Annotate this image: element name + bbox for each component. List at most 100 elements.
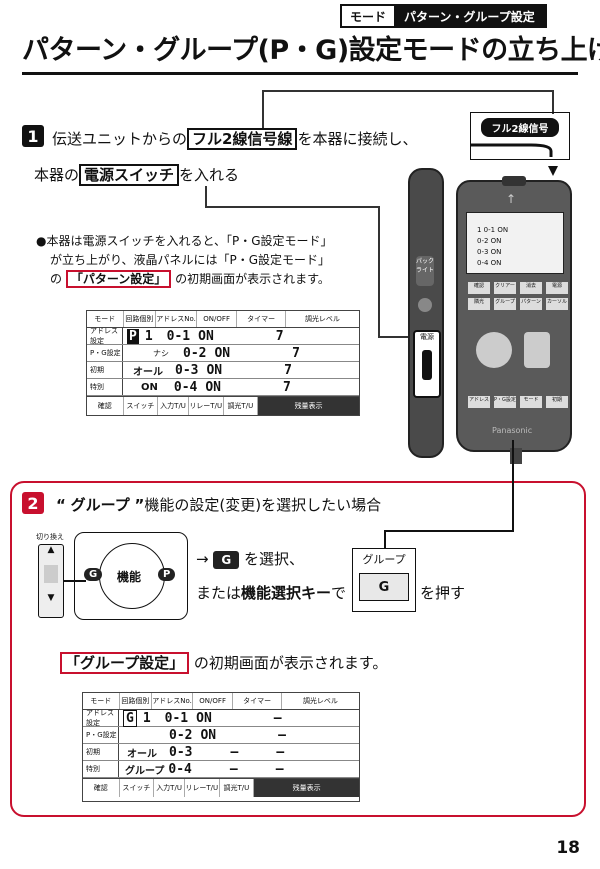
pattern-button[interactable]: パターン <box>520 298 542 310</box>
signal-line-key: フル2線信号線 <box>187 128 298 150</box>
down-arrow-icon <box>548 166 558 176</box>
lcd-side-initial: 初期 <box>87 362 123 378</box>
lcd-side-pg: P・G設定 <box>87 345 123 361</box>
remote-front-view: ↑ 1 0-1 ON 0-2 ON 0-3 ON 0-4 ON 確認 クリアー … <box>456 176 572 452</box>
lcd-mark: G <box>123 709 137 727</box>
cursor-dial[interactable] <box>476 332 512 368</box>
lcd-row-on: ON <box>206 362 223 378</box>
pack-light-button[interactable] <box>418 298 432 312</box>
erase-button[interactable]: 消去 <box>520 282 542 294</box>
lcd-row-level: — <box>278 727 286 743</box>
lcd-row-on: ON <box>205 379 222 395</box>
function-switch[interactable]: ▲ ▼ <box>38 544 64 618</box>
group-key-box: グループ G <box>352 548 416 612</box>
step2-heading-post: 機能の設定(変更)を選択したい場合 <box>144 496 382 514</box>
initial-button[interactable]: 初期 <box>546 396 568 408</box>
lcd-header-mode: モード <box>83 693 120 709</box>
mode-tag-setting: パターン・グループ設定 <box>394 6 545 26</box>
step1-note: ●本器は電源スイッチを入れると、「P・G設定モード」 が立ち上がり、液晶パネルに… <box>36 232 333 289</box>
up-arrow-icon: ↑ <box>506 192 517 206</box>
confirm-button[interactable]: 確認 <box>468 282 490 294</box>
step1-line2-post: を入れる <box>179 166 240 184</box>
lcd-header-timer: タイマー <box>233 693 282 709</box>
lcd-header-mode: モード <box>87 311 124 327</box>
mode-button[interactable]: モード <box>520 396 542 408</box>
lcd-row-timer: — <box>229 761 238 777</box>
group-button[interactable]: グループ <box>494 298 516 310</box>
cursor-button[interactable]: カーソル <box>546 298 568 310</box>
remote-button-grid-bottom: アドレス P・G設定 モード 初期 <box>468 396 568 408</box>
wire <box>552 90 554 114</box>
power-switch-key: 電源スイッチ <box>79 164 180 186</box>
lcd-footer-item: スイッチ <box>124 397 159 415</box>
pg-setting-button[interactable]: P・G設定 <box>494 396 516 408</box>
lcd-row-address: 0-2 <box>183 345 207 361</box>
lcd-footer: 確認 スイッチ 入力T/U リレーT/U 調光T/U 残量表示 <box>87 396 359 415</box>
remote-screen-row: 1 0-1 ON <box>477 226 509 234</box>
lcd-header-address: アドレスNo. <box>152 693 193 709</box>
lcd-pattern-screen: モード 回路個別 アドレスNo. ON/OFF タイマー 調光レベル アドレス設… <box>86 310 360 416</box>
lcd-footer-item: 調光T/U <box>224 397 259 415</box>
select-key[interactable] <box>524 332 550 368</box>
lcd-header-circuit: 回路個別 <box>120 693 153 709</box>
lcd-header-timer: タイマー <box>237 311 286 327</box>
wire <box>384 530 514 532</box>
step1-line2-pre: 本器の <box>34 166 80 184</box>
wire <box>384 530 386 548</box>
power-button[interactable]: 電源 <box>546 282 568 294</box>
switch-slider <box>422 350 432 380</box>
cable-label: フル2線信号 <box>481 118 559 137</box>
title-rule <box>22 72 578 75</box>
note-line3-post: の初期画面が表示されます。 <box>175 272 330 286</box>
lcd-header-onoff: ON/OFF <box>193 693 234 709</box>
lcd-row-level: — <box>276 744 285 760</box>
lcd-row-level: — <box>275 761 284 777</box>
switch-knob <box>44 565 58 583</box>
lcd-mark: P <box>127 328 139 344</box>
lcd-footer-item: 調光T/U <box>220 779 255 797</box>
lcd-side-address: アドレス設定 <box>87 327 123 345</box>
lcd-side-initial: 初期 <box>83 744 119 760</box>
remote-screen-row: 0-2 ON <box>477 237 502 245</box>
lcd-group-screen: モード 回路個別 アドレスNo. ON/OFF タイマー 調光レベル アドレス設… <box>82 692 360 802</box>
mode-tag: モード パターン・グループ設定 <box>340 4 547 28</box>
or-post: で <box>331 584 347 602</box>
lcd-row-num: 1 <box>142 710 151 726</box>
lcd-row-level: 7 <box>283 379 291 395</box>
clear-button[interactable]: クリアー <box>494 282 516 294</box>
dial-g-key: G <box>84 568 103 581</box>
or-pre: または <box>196 584 242 602</box>
lcd-side-special: 特別 <box>87 379 123 395</box>
group-key[interactable]: G <box>359 573 409 601</box>
lcd-extra: ON <box>141 381 158 393</box>
power-switch[interactable]: 電源 <box>413 330 441 398</box>
step1-line2: 本器の電源スイッチを入れる <box>34 164 240 186</box>
pattern-setting-key: 「パターン設定」 <box>65 270 172 288</box>
lcd-footer-item: 確認 <box>83 779 120 797</box>
lcd-header-level: 調光レベル <box>304 315 340 323</box>
wire <box>205 206 380 208</box>
lcd-row-on: ON <box>198 328 214 344</box>
lcd-side-address: アドレス設定 <box>83 709 119 727</box>
address-button[interactable]: アドレス <box>468 396 490 408</box>
wire <box>205 186 207 206</box>
dimmer-button[interactable]: 隣光 <box>468 298 490 310</box>
lcd-header: モード 回路個別 アドレスNo. ON/OFF タイマー 調光レベル <box>83 693 359 710</box>
quote-open: “ <box>56 496 66 514</box>
g-key: G <box>213 551 240 569</box>
group-key-label: グループ <box>362 553 406 566</box>
lcd-row-on: ON <box>214 345 231 361</box>
lcd-header: モード 回路個別 アドレスNo. ON/OFF タイマー 調光レベル <box>87 311 359 328</box>
lcd-footer-item: 入力T/U <box>154 779 185 797</box>
lcd-extra: グループ <box>125 765 165 777</box>
dial-p-key: P <box>158 568 176 581</box>
lcd-side-special: 特別 <box>83 761 119 777</box>
wire <box>262 90 264 135</box>
lcd-row-address: 0-1 <box>164 710 189 726</box>
step1-line1-pre: 伝送ユニットからの <box>52 130 188 148</box>
wire <box>262 90 554 92</box>
lcd-row-address: 0-2 <box>169 727 193 743</box>
switch-label: 切り換え <box>36 533 64 541</box>
step1-line1-post: を本器に接続し、 <box>297 130 418 148</box>
remote-screen-row: 0-3 ON <box>477 248 502 256</box>
